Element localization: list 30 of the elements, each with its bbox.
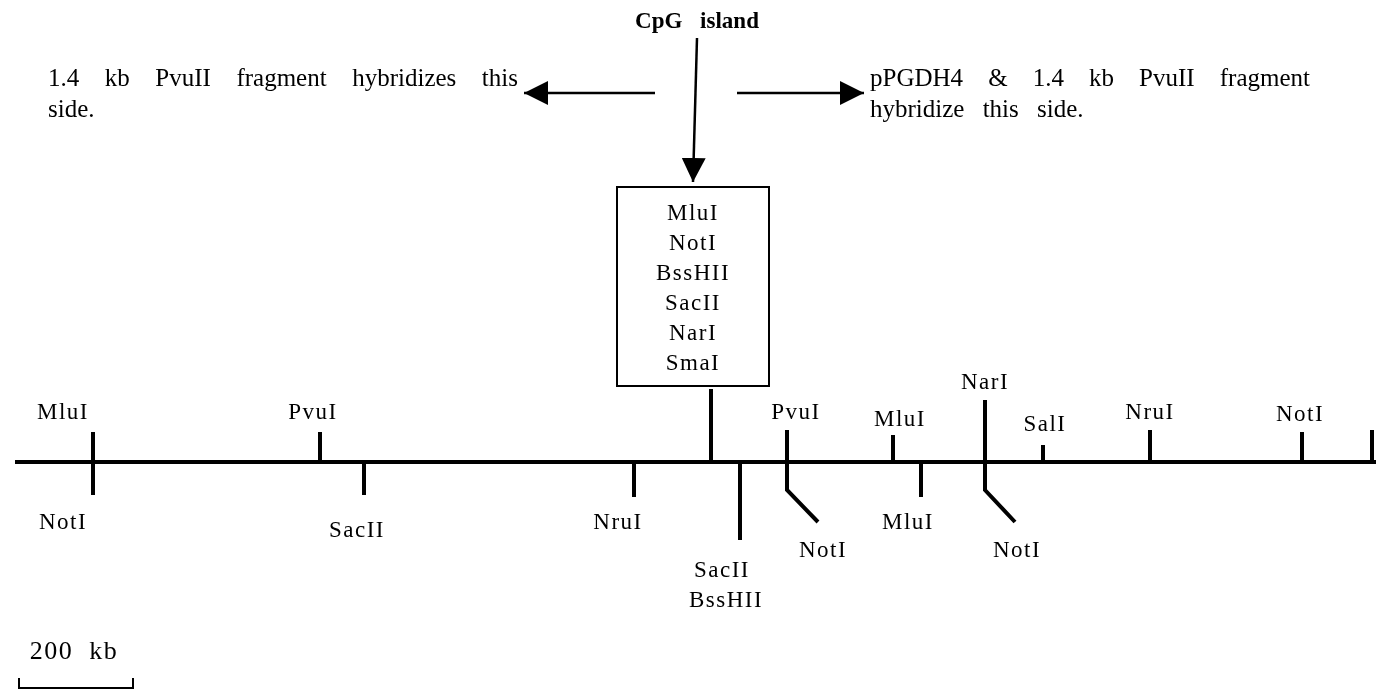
arrow bbox=[524, 81, 655, 105]
arrow bbox=[681, 37, 706, 183]
heading-label: CpG island bbox=[622, 8, 772, 34]
enzyme-name: BssHII bbox=[688, 588, 764, 611]
enzyme-name: NotI bbox=[668, 229, 718, 257]
enzyme-name: NotI bbox=[992, 538, 1042, 561]
enzyme-name: SmaI bbox=[665, 349, 721, 377]
enzyme-name: NruI bbox=[593, 510, 643, 533]
enzyme-name: PvuI bbox=[771, 400, 821, 423]
enzyme-name: NruI bbox=[1125, 400, 1175, 423]
enzyme-name: MluI bbox=[37, 400, 89, 423]
enzyme-name: NarI bbox=[960, 370, 1010, 393]
enzyme-name: NotI bbox=[798, 538, 848, 561]
enzyme-name: NarI bbox=[668, 319, 718, 347]
annotation-text: pPGDH4 & 1.4 kb PvuII fragment hybridize this side. bbox=[870, 62, 1310, 124]
site-list-box bbox=[616, 186, 770, 387]
scale-label: 200 kb bbox=[29, 638, 119, 664]
annotation-text: 1.4 kb PvuII fragment hybridizes this side. bbox=[48, 62, 518, 124]
enzyme-name: BssHII bbox=[655, 259, 731, 287]
enzyme-name: MluI bbox=[874, 407, 926, 430]
enzyme-name: NotI bbox=[38, 510, 88, 533]
enzyme-name: SacII bbox=[694, 558, 750, 581]
enzyme-name: MluI bbox=[882, 510, 934, 533]
enzyme-name: SacII bbox=[665, 289, 721, 317]
enzyme-name: MluI bbox=[667, 199, 719, 227]
enzyme-name: NotI bbox=[1275, 402, 1325, 425]
enzyme-name: PvuI bbox=[288, 400, 338, 423]
arrow bbox=[737, 81, 864, 105]
enzyme-name: SacII bbox=[329, 518, 385, 541]
enzyme-name: SalI bbox=[1023, 412, 1067, 435]
